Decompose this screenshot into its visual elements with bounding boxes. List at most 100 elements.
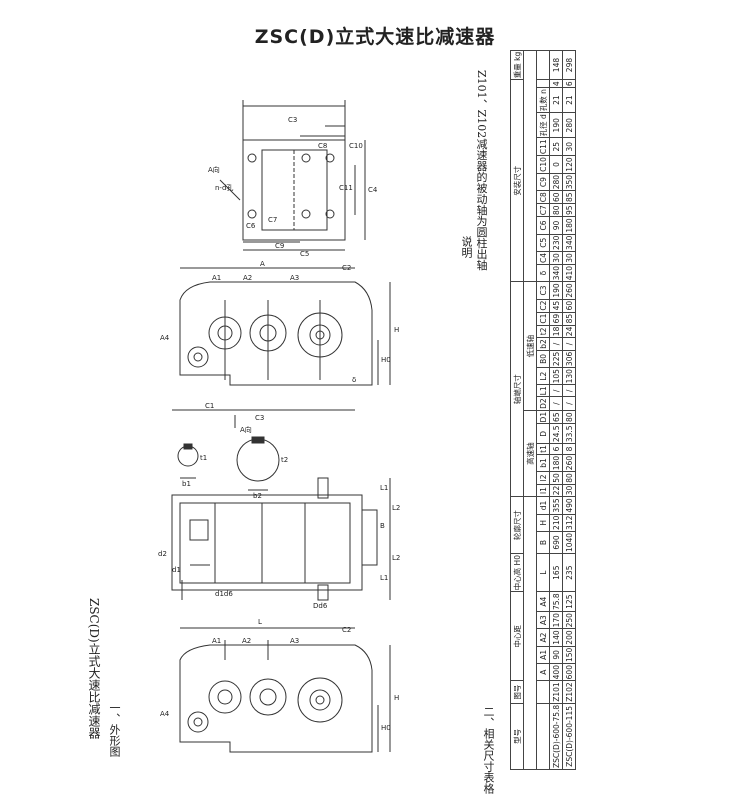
dim-a2-b: A2 (242, 637, 251, 645)
table-cell: 22 (549, 484, 563, 497)
dim-dd6: Dd6 (313, 602, 328, 610)
dim-t2: t2 (281, 456, 288, 464)
dim-c5: C5 (300, 250, 309, 258)
table-cell: 280 (562, 112, 576, 138)
table-cell: 180 (549, 454, 563, 472)
table-cell: 340 (562, 234, 576, 252)
dim-a3-b: A3 (290, 637, 299, 645)
a-view-plan (219, 100, 366, 251)
dim-c6: C6 (246, 222, 256, 230)
table-cell: 30 (562, 137, 576, 156)
column-header: t2 (536, 325, 550, 338)
dim-h-b: H (394, 694, 399, 702)
row-model: ZSC(D)-600-115 (562, 703, 576, 770)
table-cell: 280 (549, 173, 563, 191)
dim-c1: C1 (205, 402, 214, 410)
dim-l2-bottom: L2 (392, 554, 400, 562)
dim-n-d: n-d孔 (215, 184, 233, 192)
sub-low-speed: 低速轴 (523, 281, 537, 411)
column-header: L (536, 553, 550, 592)
table-cell: 180 (562, 216, 576, 235)
row-drawing: Z102 (562, 680, 576, 704)
table-cell: 235 (562, 553, 576, 592)
table-cell: 225 (549, 350, 563, 368)
column-header: L2 (536, 367, 550, 385)
column-header: b2 (536, 337, 550, 351)
table-cell: 6 (562, 79, 576, 88)
section-outline-heading: 一、外形图 (108, 702, 121, 757)
column-header: D (536, 423, 550, 444)
column-header: C8 (536, 190, 550, 204)
dim-b2: b2 (253, 492, 262, 500)
spec-table-wrapper: 型号 图号 中心距 中心高 H0 轮廓尺寸 轴端尺寸 安装尺寸 重量 kg 高速… (510, 50, 576, 770)
column-header: C2 (536, 299, 550, 313)
header-mount: 安装尺寸 (510, 79, 524, 282)
column-header: B0 (536, 350, 550, 368)
column-header: t1 (536, 443, 550, 455)
dim-c8: C8 (318, 142, 327, 150)
table-cell: 260 (562, 281, 576, 300)
table-cell: 85 (562, 312, 576, 326)
table-cell: 90 (549, 216, 563, 235)
column-header: D1 (536, 410, 550, 424)
table-cell: 170 (549, 611, 563, 629)
column-header: A1 (536, 646, 550, 664)
column-header: δ (536, 264, 550, 282)
dim-c10: C10 (349, 142, 363, 150)
dim-a1: A1 (212, 274, 221, 282)
table-cell: 312 (562, 514, 576, 532)
table-cell: 75.8 (549, 591, 563, 612)
dim-l1-bottom: L1 (380, 574, 388, 582)
dim-a2: A2 (243, 274, 252, 282)
dim-d2: d2 (158, 550, 167, 558)
dim-h0: H0 (381, 356, 391, 364)
table-cell: 140 (549, 628, 563, 647)
table-cell: 190 (549, 112, 563, 138)
dim-b1: b1 (182, 480, 191, 488)
spec-table: 型号 图号 中心距 中心高 H0 轮廓尺寸 轴端尺寸 安装尺寸 重量 kg 高速… (510, 50, 576, 770)
dim-a3: A3 (290, 274, 299, 282)
column-header: l2 (536, 471, 550, 485)
table-cell: 24.5 (549, 423, 563, 444)
table-cell: 355 (549, 496, 563, 515)
table-cell: 24 (562, 325, 576, 338)
header-weight: 重量 kg (510, 50, 524, 80)
dim-t1: t1 (200, 454, 207, 462)
table-cell: 410 (562, 264, 576, 282)
table-cell: / (562, 337, 576, 351)
column-header: C1 (536, 312, 550, 326)
table-cell: 30 (562, 251, 576, 265)
dim-c4: C4 (368, 186, 378, 194)
table-sub-groups: 高速轴 低速轴 (523, 50, 537, 770)
column-header: A3 (536, 611, 550, 629)
dim-c2: C2 (342, 264, 351, 272)
table-cell: 50 (549, 471, 563, 485)
table-cell: 150 (562, 646, 576, 664)
table-cell: 200 (562, 628, 576, 647)
column-header: A (536, 663, 550, 681)
note-label: 说明 (460, 236, 473, 258)
table-cell: 30 (549, 251, 563, 265)
table-cell: 85 (562, 190, 576, 204)
column-header: L1 (536, 384, 550, 397)
table-cell: 350 (562, 173, 576, 191)
column-header: C5 (536, 234, 550, 252)
sub-high-speed: 高速轴 (523, 410, 537, 497)
table-cell: 400 (549, 663, 563, 681)
column-header: C6 (536, 216, 550, 235)
dim-d1: d1 (172, 566, 181, 574)
row-model: ZSC(D)-600-75.8 (549, 703, 563, 770)
dim-c7: C7 (268, 216, 277, 224)
key-sections (177, 436, 280, 491)
column-header: C7 (536, 203, 550, 217)
column-header: A2 (536, 628, 550, 647)
table-header-groups: 型号 图号 中心距 中心高 H0 轮廓尺寸 轴端尺寸 安装尺寸 重量 kg (510, 50, 524, 770)
column-header: D2 (536, 396, 550, 411)
table-cell: 130 (562, 367, 576, 385)
table-cell: 1040 (562, 531, 576, 554)
table-cell: 230 (549, 234, 563, 252)
dim-h: H (394, 326, 399, 334)
dim-l2-top: L2 (392, 504, 400, 512)
left-heading: ZSC(D)立式大速比减速器 (87, 598, 101, 739)
